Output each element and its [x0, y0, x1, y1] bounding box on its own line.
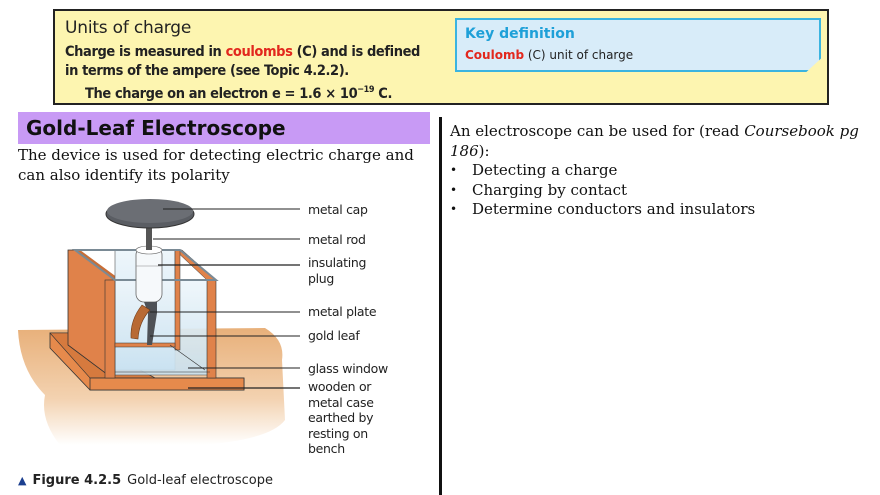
- list-item: • Charging by contact: [450, 181, 870, 201]
- key-definition-title: Key definition: [465, 26, 575, 42]
- section-title: Gold-Leaf Electroscope: [18, 112, 430, 144]
- figure-number: Figure 4.2.5: [32, 473, 122, 488]
- label-insulating-plug: insulating plug: [308, 255, 367, 286]
- figure-caption: ▲ Figure 4.2.5 Gold-leaf electroscope: [18, 473, 273, 488]
- label-case-line1: wooden or: [308, 379, 372, 394]
- coursebook-reference: Coursebook pg 186: [450, 122, 859, 160]
- units-title: Units of charge: [65, 18, 192, 38]
- uses-list: • Detecting a charge • Charging by contact…: [450, 161, 870, 220]
- units-line1-text: Charge is measured in: [65, 44, 226, 60]
- key-term: Coulomb: [465, 48, 525, 62]
- list-item-text: Determine conductors and insulators: [472, 200, 756, 218]
- list-item: • Detecting a charge: [450, 161, 870, 181]
- label-insulating-plug-line2: plug: [308, 270, 335, 286]
- units-line2-text: in terms of the ampere (see Topic 4.2.2)…: [65, 63, 349, 79]
- label-insulating-plug-line1: insulating: [308, 255, 367, 270]
- label-metal-rod: metal rod: [308, 232, 366, 247]
- triangle-icon: ▲: [18, 474, 27, 487]
- bullet-icon: •: [450, 163, 458, 177]
- coulombs-highlight: coulombs: [225, 44, 293, 60]
- units-of-charge-box: Units of charge Charge is measured in co…: [53, 9, 829, 105]
- units-body: Charge is measured in coulombs (C) and i…: [65, 43, 420, 104]
- uses-lead: An electroscope can be used for (read Co…: [450, 122, 870, 161]
- label-metal-plate: metal plate: [308, 304, 377, 319]
- label-case: wooden or metal case earthed by resting …: [308, 379, 374, 457]
- key-term-definition: (C) unit of charge: [524, 48, 634, 62]
- lead-post: ):: [478, 141, 490, 160]
- units-line3: The charge on an electron e = 1.6 × 10−1…: [65, 81, 392, 104]
- key-definition-box: Key definition Coulomb (C) unit of charg…: [455, 18, 821, 72]
- label-case-line3: earthed by: [308, 410, 374, 425]
- exponent: −19: [357, 85, 375, 95]
- label-case-line2: metal case: [308, 394, 374, 410]
- figure-caption-text: Gold-leaf electroscope: [127, 473, 273, 488]
- bullet-icon: •: [450, 182, 458, 197]
- label-case-line5: bench: [308, 441, 345, 456]
- unit-c: C.: [374, 86, 393, 102]
- units-line1-post: (C) and is defined: [292, 44, 421, 60]
- lead-text: An electroscope can be used for (read: [450, 122, 745, 140]
- label-case-line4: resting on: [308, 425, 368, 441]
- label-gold-leaf: gold leaf: [308, 328, 360, 343]
- list-item: • Determine conductors and insulators: [450, 200, 870, 220]
- bullet-icon: •: [450, 202, 458, 216]
- list-item-text: Detecting a charge: [472, 161, 618, 179]
- key-definition-body: Coulomb (C) unit of charge: [465, 48, 633, 62]
- label-glass-window: glass window: [308, 361, 388, 376]
- electroscope-diagram: [18, 199, 300, 445]
- electroscope-figure: metal cap metal rod insulating plug meta…: [0, 190, 440, 495]
- column-divider: [439, 117, 442, 495]
- intro-text: The device is used for detecting electri…: [18, 146, 414, 184]
- uses-list-panel: An electroscope can be used for (read Co…: [450, 122, 870, 220]
- list-item-text: Charging by contact: [472, 180, 628, 199]
- electron-charge-text: The charge on an electron e = 1.6 × 10: [85, 86, 358, 102]
- label-metal-cap: metal cap: [308, 202, 368, 217]
